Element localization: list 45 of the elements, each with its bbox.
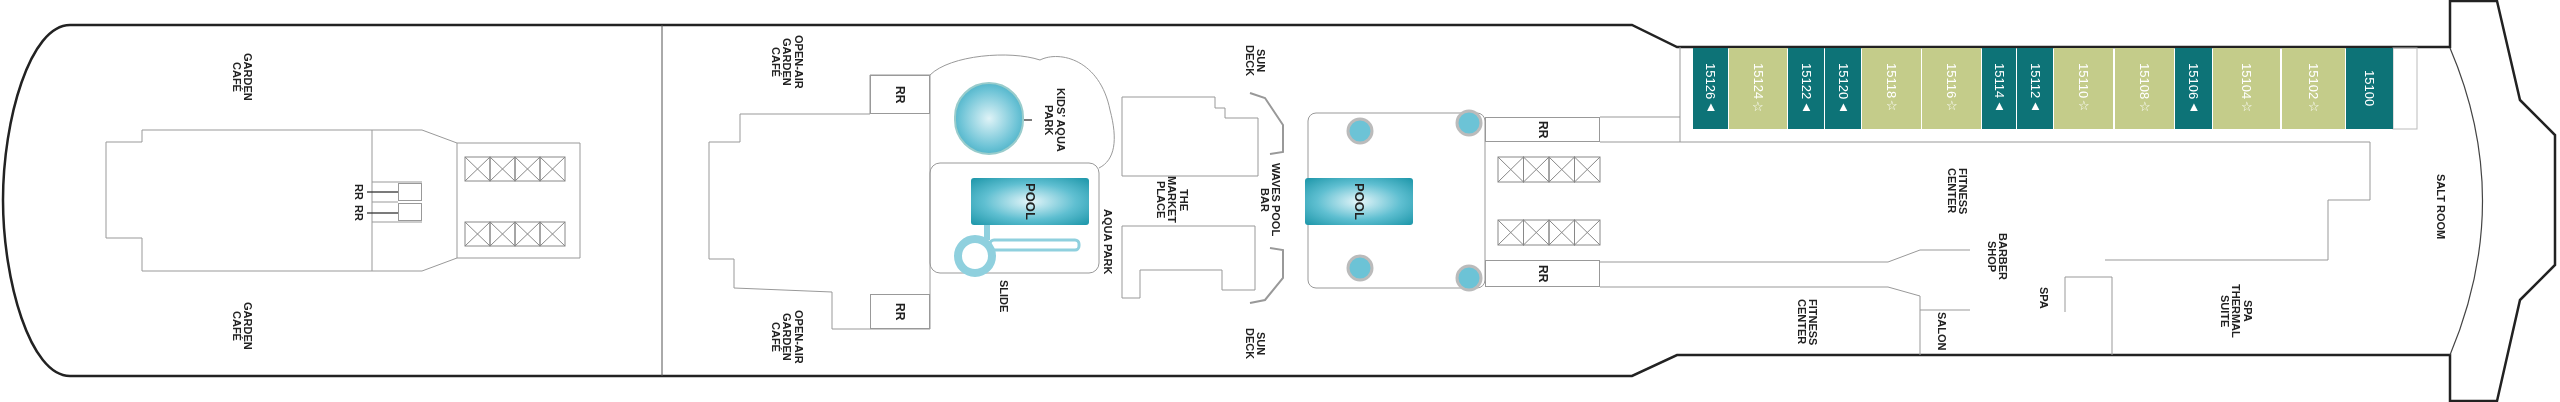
room-label: RR [349, 183, 367, 201]
leader-line [366, 191, 399, 193]
cabin-box: 15100 [2346, 48, 2393, 129]
cabin-box: 15120▲ [1825, 48, 1861, 129]
swimming-pool: POOL [971, 178, 1089, 225]
area-label: FITNESS CENTER [1795, 297, 1819, 348]
cabin-box: 15106▲ [2175, 48, 2212, 129]
room-box: RR [1485, 260, 1600, 287]
cabin-box: 15124☆ [1729, 48, 1787, 129]
area-label: GARDEN CAFÉ [230, 52, 254, 103]
cabin-box: 15110☆ [2054, 48, 2113, 129]
area-label: SALT ROOM [2434, 173, 2446, 242]
room-box: RR [1485, 117, 1600, 142]
room-box: RR [870, 294, 930, 329]
room-box [398, 203, 422, 221]
room-box: RR [870, 75, 930, 114]
leader-line [1023, 119, 1033, 121]
area-label: SUN DECK [1243, 328, 1267, 360]
room-label: KIDS’ AQUA PARK [1032, 82, 1076, 158]
area-label: AQUA PARK [1101, 208, 1113, 277]
cabin-box: 15118☆ [1862, 48, 1921, 129]
swimming-pool: POOL [1305, 178, 1413, 225]
cabin-box: 15126▲ [1693, 48, 1728, 129]
area-label: SLIDE [997, 278, 1009, 315]
area-label: OPEN-AIR GARDEN CAFÉ [769, 34, 804, 91]
area-label: SPA THERMAL SUITE [2218, 283, 2253, 340]
area-label: WAVES POOL BAR [1258, 162, 1282, 239]
area-label: OPEN-AIR GARDEN CAFÉ [769, 309, 804, 366]
area-label: SALON [1935, 310, 1947, 353]
cabin-box: 15114▲ [1982, 48, 2016, 129]
area-label: BARBER SHOP [1985, 232, 2009, 283]
cabin-box: 15102☆ [2282, 48, 2345, 129]
area-label: SPA [2037, 286, 2049, 311]
cabin-box: 15122▲ [1788, 48, 1824, 129]
room-box [398, 183, 422, 201]
area-label: SUN DECK [1243, 45, 1267, 77]
cabin-box: 15112▲ [2017, 48, 2053, 129]
area-label: THE MARKET PLACE [1154, 175, 1189, 226]
cabin-box: 15108☆ [2115, 48, 2174, 129]
area-label: GARDEN CAFÉ [230, 301, 254, 352]
cabin-box: 15116☆ [1922, 48, 1981, 129]
cabin-box: 15104☆ [2213, 48, 2280, 129]
room-label: RR [349, 204, 367, 222]
leader-line [366, 212, 399, 214]
area-label: FITNESS CENTER [1945, 166, 1969, 217]
